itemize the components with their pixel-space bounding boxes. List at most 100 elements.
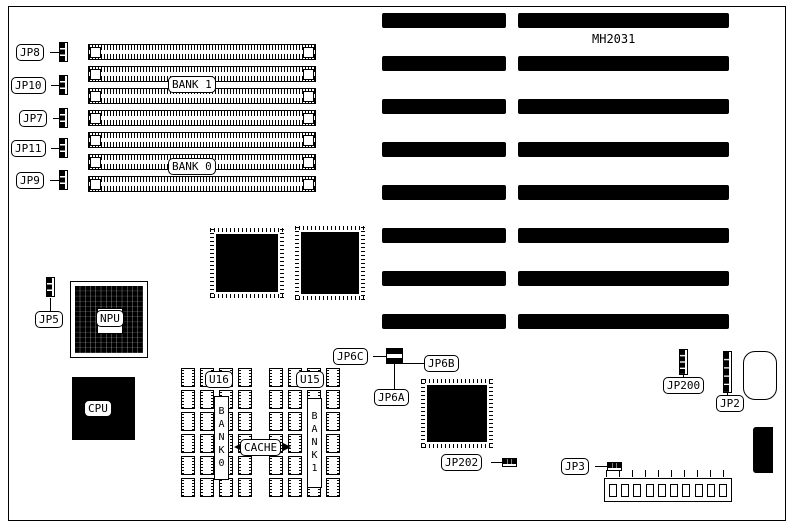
jp200-callout: JP200 — [663, 377, 705, 394]
dip-chip — [326, 478, 340, 497]
u16-label: U16 — [205, 371, 233, 388]
jp11-pointer-line — [51, 148, 59, 149]
dip-chip — [238, 390, 252, 409]
qfp-chip — [421, 379, 493, 448]
dip-chip — [181, 456, 195, 475]
dip-chip — [326, 456, 340, 475]
dip-chip — [269, 456, 283, 475]
jp6c-callout: JP6C — [333, 348, 368, 365]
dip-chip — [288, 390, 302, 409]
jp10-jumper — [59, 75, 68, 95]
battery-outline — [743, 351, 777, 400]
jp6b-callout: JP6B — [424, 355, 459, 372]
jp3-callout: JP3 — [561, 458, 589, 475]
cache-arrow-left-icon — [230, 443, 242, 451]
connector-pin — [718, 483, 727, 497]
jp6a-pointer-line — [394, 364, 395, 389]
connector-pin — [706, 483, 715, 497]
dip-chip — [181, 412, 195, 431]
dip-chip — [238, 456, 252, 475]
npu-label: NPU — [96, 310, 124, 327]
bottom-connector-pins — [606, 470, 730, 477]
simm-slot — [88, 110, 316, 126]
dip-chip — [288, 434, 302, 453]
dip-chip — [200, 434, 214, 453]
dip-chip — [269, 390, 283, 409]
dip-chip — [181, 478, 195, 497]
isa-slot — [518, 185, 729, 200]
isa-slot — [382, 271, 506, 286]
isa-slot — [518, 142, 729, 157]
jp7-jumper — [59, 108, 68, 128]
isa-slot — [382, 185, 506, 200]
connector-pin — [621, 483, 630, 497]
dip-chip — [288, 478, 302, 497]
dip-chip — [238, 412, 252, 431]
simm-slot — [88, 132, 316, 148]
u15-label: U15 — [296, 371, 324, 388]
connector-pin — [645, 483, 654, 497]
dip-chip — [288, 456, 302, 475]
cache-bank1-label: BANK1 — [307, 398, 322, 488]
dip-chip — [326, 390, 340, 409]
jp10-pointer-line — [51, 85, 59, 86]
jp9-pointer-line — [50, 180, 59, 181]
jp2-pointer-line — [727, 393, 728, 396]
isa-slot — [518, 56, 729, 71]
dip-chip — [200, 478, 214, 497]
jp5-pointer-line — [50, 298, 51, 311]
keyboard-din-connector — [753, 427, 773, 473]
dip-chip — [326, 434, 340, 453]
dip-chip — [269, 478, 283, 497]
jp10-callout: JP10 — [11, 77, 46, 94]
jp8-callout: JP8 — [16, 44, 44, 61]
board-model-label: MH2031 — [592, 32, 636, 46]
dip-chip — [181, 368, 195, 387]
dip-chip — [200, 412, 214, 431]
jp11-jumper — [59, 138, 68, 158]
bank0-label: BANK 0 — [168, 158, 216, 175]
simm-slot — [88, 88, 316, 104]
jp202-callout: JP202 — [441, 454, 483, 471]
bank1-label: BANK 1 — [168, 76, 216, 93]
cache-label: CACHE — [240, 439, 282, 456]
dip-chip — [326, 412, 340, 431]
dip-chip — [238, 478, 252, 497]
dip-chip — [238, 368, 252, 387]
cache-arrow-right-icon — [283, 443, 295, 451]
jp200-jumper — [679, 349, 688, 375]
jp5-jumper — [46, 277, 55, 297]
isa-slot-column-left — [382, 13, 506, 329]
jp9-callout: JP9 — [16, 172, 44, 189]
isa-slot — [382, 314, 506, 329]
isa-slot — [382, 228, 506, 243]
isa-slot — [382, 99, 506, 114]
jp9-jumper — [59, 170, 68, 190]
isa-slot — [382, 13, 506, 28]
simm-slot — [88, 44, 316, 60]
jp2-callout: JP2 — [716, 395, 744, 412]
isa-slot — [382, 56, 506, 71]
isa-slot — [518, 271, 729, 286]
jp6-jumper-block — [386, 348, 403, 364]
cpu-label: CPU — [84, 400, 112, 417]
jp202-jumper — [502, 458, 517, 467]
dip-chip — [288, 412, 302, 431]
bottom-connector — [604, 478, 732, 502]
jp5-callout: JP5 — [35, 311, 63, 328]
jp3-jumper — [607, 462, 622, 471]
isa-slot — [382, 142, 506, 157]
dip-chip — [200, 390, 214, 409]
board-outline — [8, 6, 786, 521]
isa-slot — [518, 228, 729, 243]
jp6a-callout: JP6A — [374, 389, 409, 406]
isa-slot — [518, 314, 729, 329]
dip-chip — [219, 478, 233, 497]
connector-pin — [657, 483, 666, 497]
jp11-callout: JP11 — [11, 140, 46, 157]
jp7-callout: JP7 — [19, 110, 47, 127]
jp7-pointer-line — [53, 118, 59, 119]
jp202-pointer-line — [491, 462, 502, 463]
dip-chip — [181, 434, 195, 453]
connector-pin — [670, 483, 679, 497]
